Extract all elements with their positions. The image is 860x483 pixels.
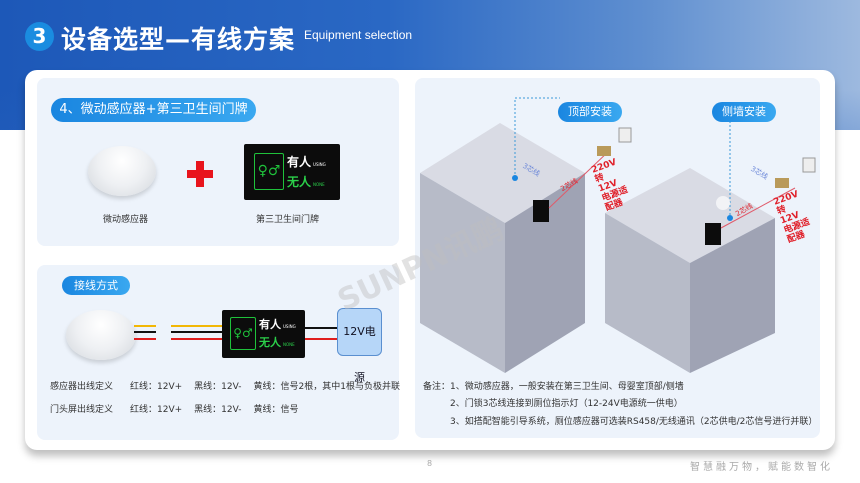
section-number: 3 (25, 22, 54, 51)
installation-diagram (420, 97, 816, 373)
sign-occupied-en: USING (313, 162, 326, 167)
page-subtitle: Equipment selection (304, 28, 413, 42)
sensor-image (66, 310, 136, 360)
sensor-wire-definition: 感应器出线定义 红线：12V+ 黑线：12V- 黄线：信号2根，其中1根与负极并联 (50, 379, 412, 392)
restroom-box-side-mount (605, 168, 775, 373)
socket-icon (802, 157, 816, 173)
door-sign-small (705, 223, 721, 245)
restroom-box-top-mount (420, 123, 585, 373)
footer-slogan: 智慧融万物，赋能数智化 (690, 462, 833, 473)
note-item: 3、如搭配智能引导系统，厕位感应器可选装RS458/无线通讯（2芯供电/2芯信号… (450, 417, 818, 427)
sign-vacant: 无人 (287, 175, 312, 189)
restroom-icon: ♀♂ (254, 153, 284, 190)
yellow-wire (134, 325, 156, 327)
two-core-line (720, 187, 796, 229)
sign-occupied: 有人 (287, 155, 312, 169)
two-core-line (548, 149, 611, 209)
wiring-pill: 接线方式 (62, 276, 130, 295)
sensor-label: 微动感应器 (103, 215, 149, 225)
power-supply-box: 12V电源 (337, 308, 382, 384)
black-wire (134, 331, 156, 333)
sign-vacant-en: NONE (313, 182, 325, 187)
page-title: 设备选型—有线方案 (61, 25, 296, 54)
notes-prefix: 备注： (423, 382, 451, 392)
side-sensor (716, 196, 730, 210)
socket-icon (618, 127, 632, 143)
sign-label: 第三卫生间门牌 (256, 215, 320, 225)
note-item: 1、微动感应器，一般安装在第三卫生间、母婴室顶部/侧墙 (450, 382, 684, 392)
red-plus-icon (187, 161, 213, 187)
black-def: 黑线：12V- (194, 405, 242, 415)
door-sign-small (533, 200, 549, 222)
row-name: 门头屏出线定义 (50, 405, 114, 415)
red-wire (305, 338, 337, 340)
side-mount-pill: 侧墙安装 (712, 102, 776, 122)
sign-wire-definition: 门头屏出线定义 红线：12V+ 黑线：12V- 黄线：信号 (50, 402, 311, 415)
sign-vacant-en: NONE (283, 342, 295, 347)
black-wire (171, 331, 223, 333)
yellow-def: 黄线：信号2根，其中1根与负极并联 (253, 382, 400, 392)
black-wire (305, 327, 337, 329)
sensor-image (88, 146, 156, 196)
red-def: 红线：12V+ (130, 405, 183, 415)
product-pill: 4、微动感应器+第三卫生间门牌 (51, 98, 256, 122)
red-wire (171, 338, 223, 340)
red-wire (134, 338, 156, 340)
adapter-icon (775, 178, 789, 188)
sign-occupied: 有人 (259, 318, 281, 331)
restroom-icon: ♀♂ (230, 317, 256, 350)
page-number: 8 (427, 459, 433, 468)
top-mount-pill: 顶部安装 (558, 102, 622, 122)
sign-occupied-en: USING (283, 324, 296, 329)
red-def: 红线：12V+ (130, 382, 183, 392)
sign-vacant: 无人 (259, 336, 281, 349)
note-item: 2、门锁3芯线连接到厕位指示灯（12-24V电源统一供电） (450, 399, 683, 409)
black-def: 黑线：12V- (194, 382, 242, 392)
adapter-icon (597, 146, 611, 156)
row-name: 感应器出线定义 (50, 382, 114, 392)
yellow-wire (171, 325, 223, 327)
yellow-def: 黄线：信号 (253, 405, 299, 415)
